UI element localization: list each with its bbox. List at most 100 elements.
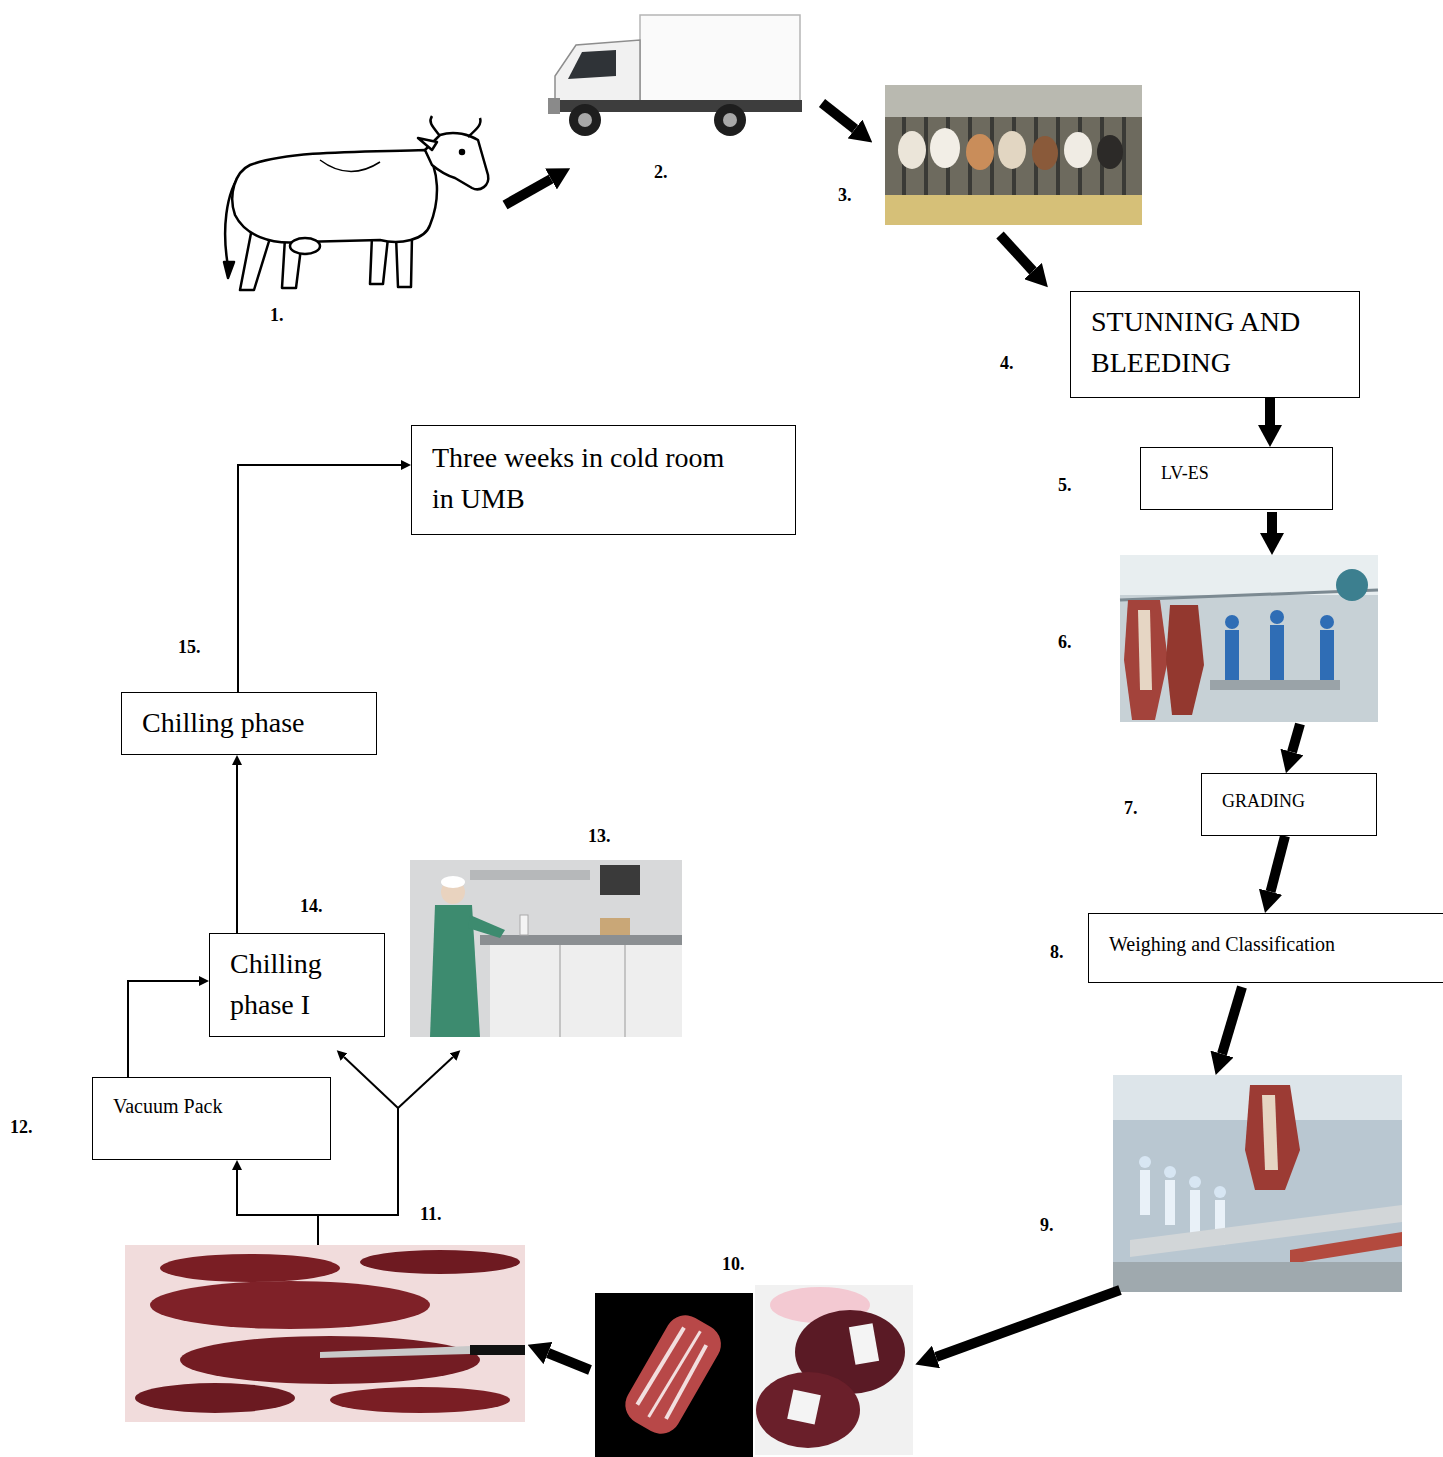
- boning-hall-photo: [1262, 1095, 1278, 1170]
- feedlot-photo: [930, 128, 960, 168]
- slaughter-hall-photo: [1320, 615, 1334, 629]
- cow-drawing: [468, 118, 481, 137]
- packed-meat-photo: [756, 1372, 860, 1448]
- flow-arrow: [1000, 235, 1033, 271]
- feedlot-photo: [966, 134, 994, 170]
- cow-drawing: [224, 116, 488, 290]
- boning-hall-photo: [1139, 1156, 1151, 1168]
- cow-drawing: [430, 116, 440, 136]
- boning-hall-photo: [1214, 1186, 1226, 1198]
- callout-number: 14.: [300, 896, 323, 918]
- callout-number: 4.: [1000, 353, 1014, 375]
- flow-connector: [128, 981, 199, 1077]
- feedlot-photo: [885, 195, 1142, 225]
- sliced-meat-photo: [125, 1245, 525, 1422]
- boning-hall-photo: [1113, 1075, 1402, 1292]
- truck-picture: [723, 113, 737, 127]
- laboratory-photo: [600, 865, 640, 895]
- slaughter-hall-photo: [1336, 569, 1368, 601]
- process-box: LV-ES: [1140, 447, 1333, 510]
- boning-hall-photo: [1113, 1262, 1402, 1292]
- truck-picture: [569, 104, 601, 136]
- cow-drawing: [232, 150, 437, 243]
- flow-arrow: [1267, 512, 1277, 533]
- laboratory-photo: [470, 870, 590, 880]
- feedlot-photo: [885, 85, 1142, 117]
- truck-picture: [555, 40, 640, 108]
- callout-number: 13.: [588, 826, 611, 848]
- truck-picture: [548, 15, 802, 136]
- packed-meat-photo: [849, 1323, 879, 1365]
- flow-connector: [1265, 398, 1275, 425]
- boning-hall-photo: [1140, 1170, 1150, 1215]
- slaughter-hall-photo: [1166, 605, 1204, 715]
- flow-connector: [236, 765, 238, 933]
- cow-drawing: [370, 236, 388, 284]
- feedlot-photo: [885, 85, 1142, 225]
- boning-hall-photo: [1245, 1085, 1300, 1190]
- callout-number: 9.: [1040, 1215, 1054, 1237]
- callout-number: 12.: [10, 1117, 33, 1139]
- callout-number: 15.: [178, 637, 201, 659]
- flow-arrow: [548, 1353, 590, 1370]
- slaughter-hall-photo: [1120, 555, 1378, 722]
- process-box: Weighing and Classification: [1088, 913, 1443, 983]
- truck-picture: [568, 50, 616, 79]
- boning-hall-photo: [1113, 1075, 1402, 1292]
- branch-line: [344, 1057, 398, 1108]
- feedlot-photo: [1064, 132, 1092, 168]
- laboratory-photo: [624, 945, 626, 1037]
- slaughter-hall-photo: [1124, 600, 1168, 720]
- callout-number: 5.: [1058, 475, 1072, 497]
- sliced-meat-photo: [125, 1245, 525, 1422]
- callout-number: 10.: [722, 1254, 745, 1276]
- truck-picture: [714, 104, 746, 136]
- slaughter-hall-photo: [1138, 610, 1152, 690]
- cow-drawing: [418, 138, 437, 150]
- boning-hall-photo: [1290, 1232, 1402, 1264]
- process-box: Chilling phase: [121, 692, 377, 755]
- meat-cut-photo: [618, 1308, 728, 1441]
- box-text: Vacuum Pack: [113, 1092, 310, 1121]
- callout-number: 6.: [1058, 632, 1072, 654]
- feedlot-photo: [898, 131, 926, 169]
- flow-arrow: [936, 1290, 1120, 1357]
- flow-arrow: [1292, 724, 1300, 752]
- truck-picture: [548, 98, 560, 114]
- box-text: Weighing and Classification: [1109, 930, 1423, 959]
- meat-cut-photo: [637, 1327, 684, 1406]
- sliced-meat-photo: [360, 1250, 520, 1274]
- sliced-meat-photo: [330, 1387, 510, 1413]
- box-text: Chilling phase: [142, 703, 356, 744]
- feedlot-photo: [885, 117, 1142, 197]
- box-text: GRADING: [1222, 788, 1356, 814]
- laboratory-photo: [600, 918, 630, 935]
- process-box: Three weeks in cold room in UMB: [411, 425, 796, 535]
- boning-hall-photo: [1165, 1180, 1175, 1225]
- slaughter-hall-photo: [1225, 615, 1239, 629]
- flow-arrow: [505, 179, 551, 205]
- truck-picture: [640, 15, 800, 103]
- box-text: LV-ES: [1161, 460, 1312, 486]
- process-box: Vacuum Pack: [92, 1077, 331, 1160]
- laboratory-photo: [468, 915, 505, 938]
- feedlot-photo: [1097, 135, 1123, 169]
- laboratory-photo: [480, 935, 682, 945]
- callout-number: 2.: [654, 162, 668, 184]
- packed-meat-photo: [755, 1285, 913, 1455]
- process-box: Chilling phase I: [209, 933, 385, 1037]
- slaughter-hall-photo: [1270, 625, 1284, 685]
- callout-number: 7.: [1124, 798, 1138, 820]
- box-text: STUNNING AND BLEEDING: [1091, 302, 1339, 383]
- slaughter-hall-photo: [1210, 680, 1340, 690]
- branch-line: [398, 1057, 453, 1108]
- meat-cut-photo: [595, 1293, 753, 1457]
- cow-drawing: [290, 238, 320, 254]
- packed-meat-photo: [755, 1285, 913, 1455]
- cow-drawing: [224, 262, 234, 278]
- slaughter-hall-photo: [1270, 610, 1284, 624]
- callout-number: 1.: [270, 305, 284, 327]
- boning-hall-photo: [1189, 1176, 1201, 1188]
- packed-meat-photo: [787, 1389, 821, 1424]
